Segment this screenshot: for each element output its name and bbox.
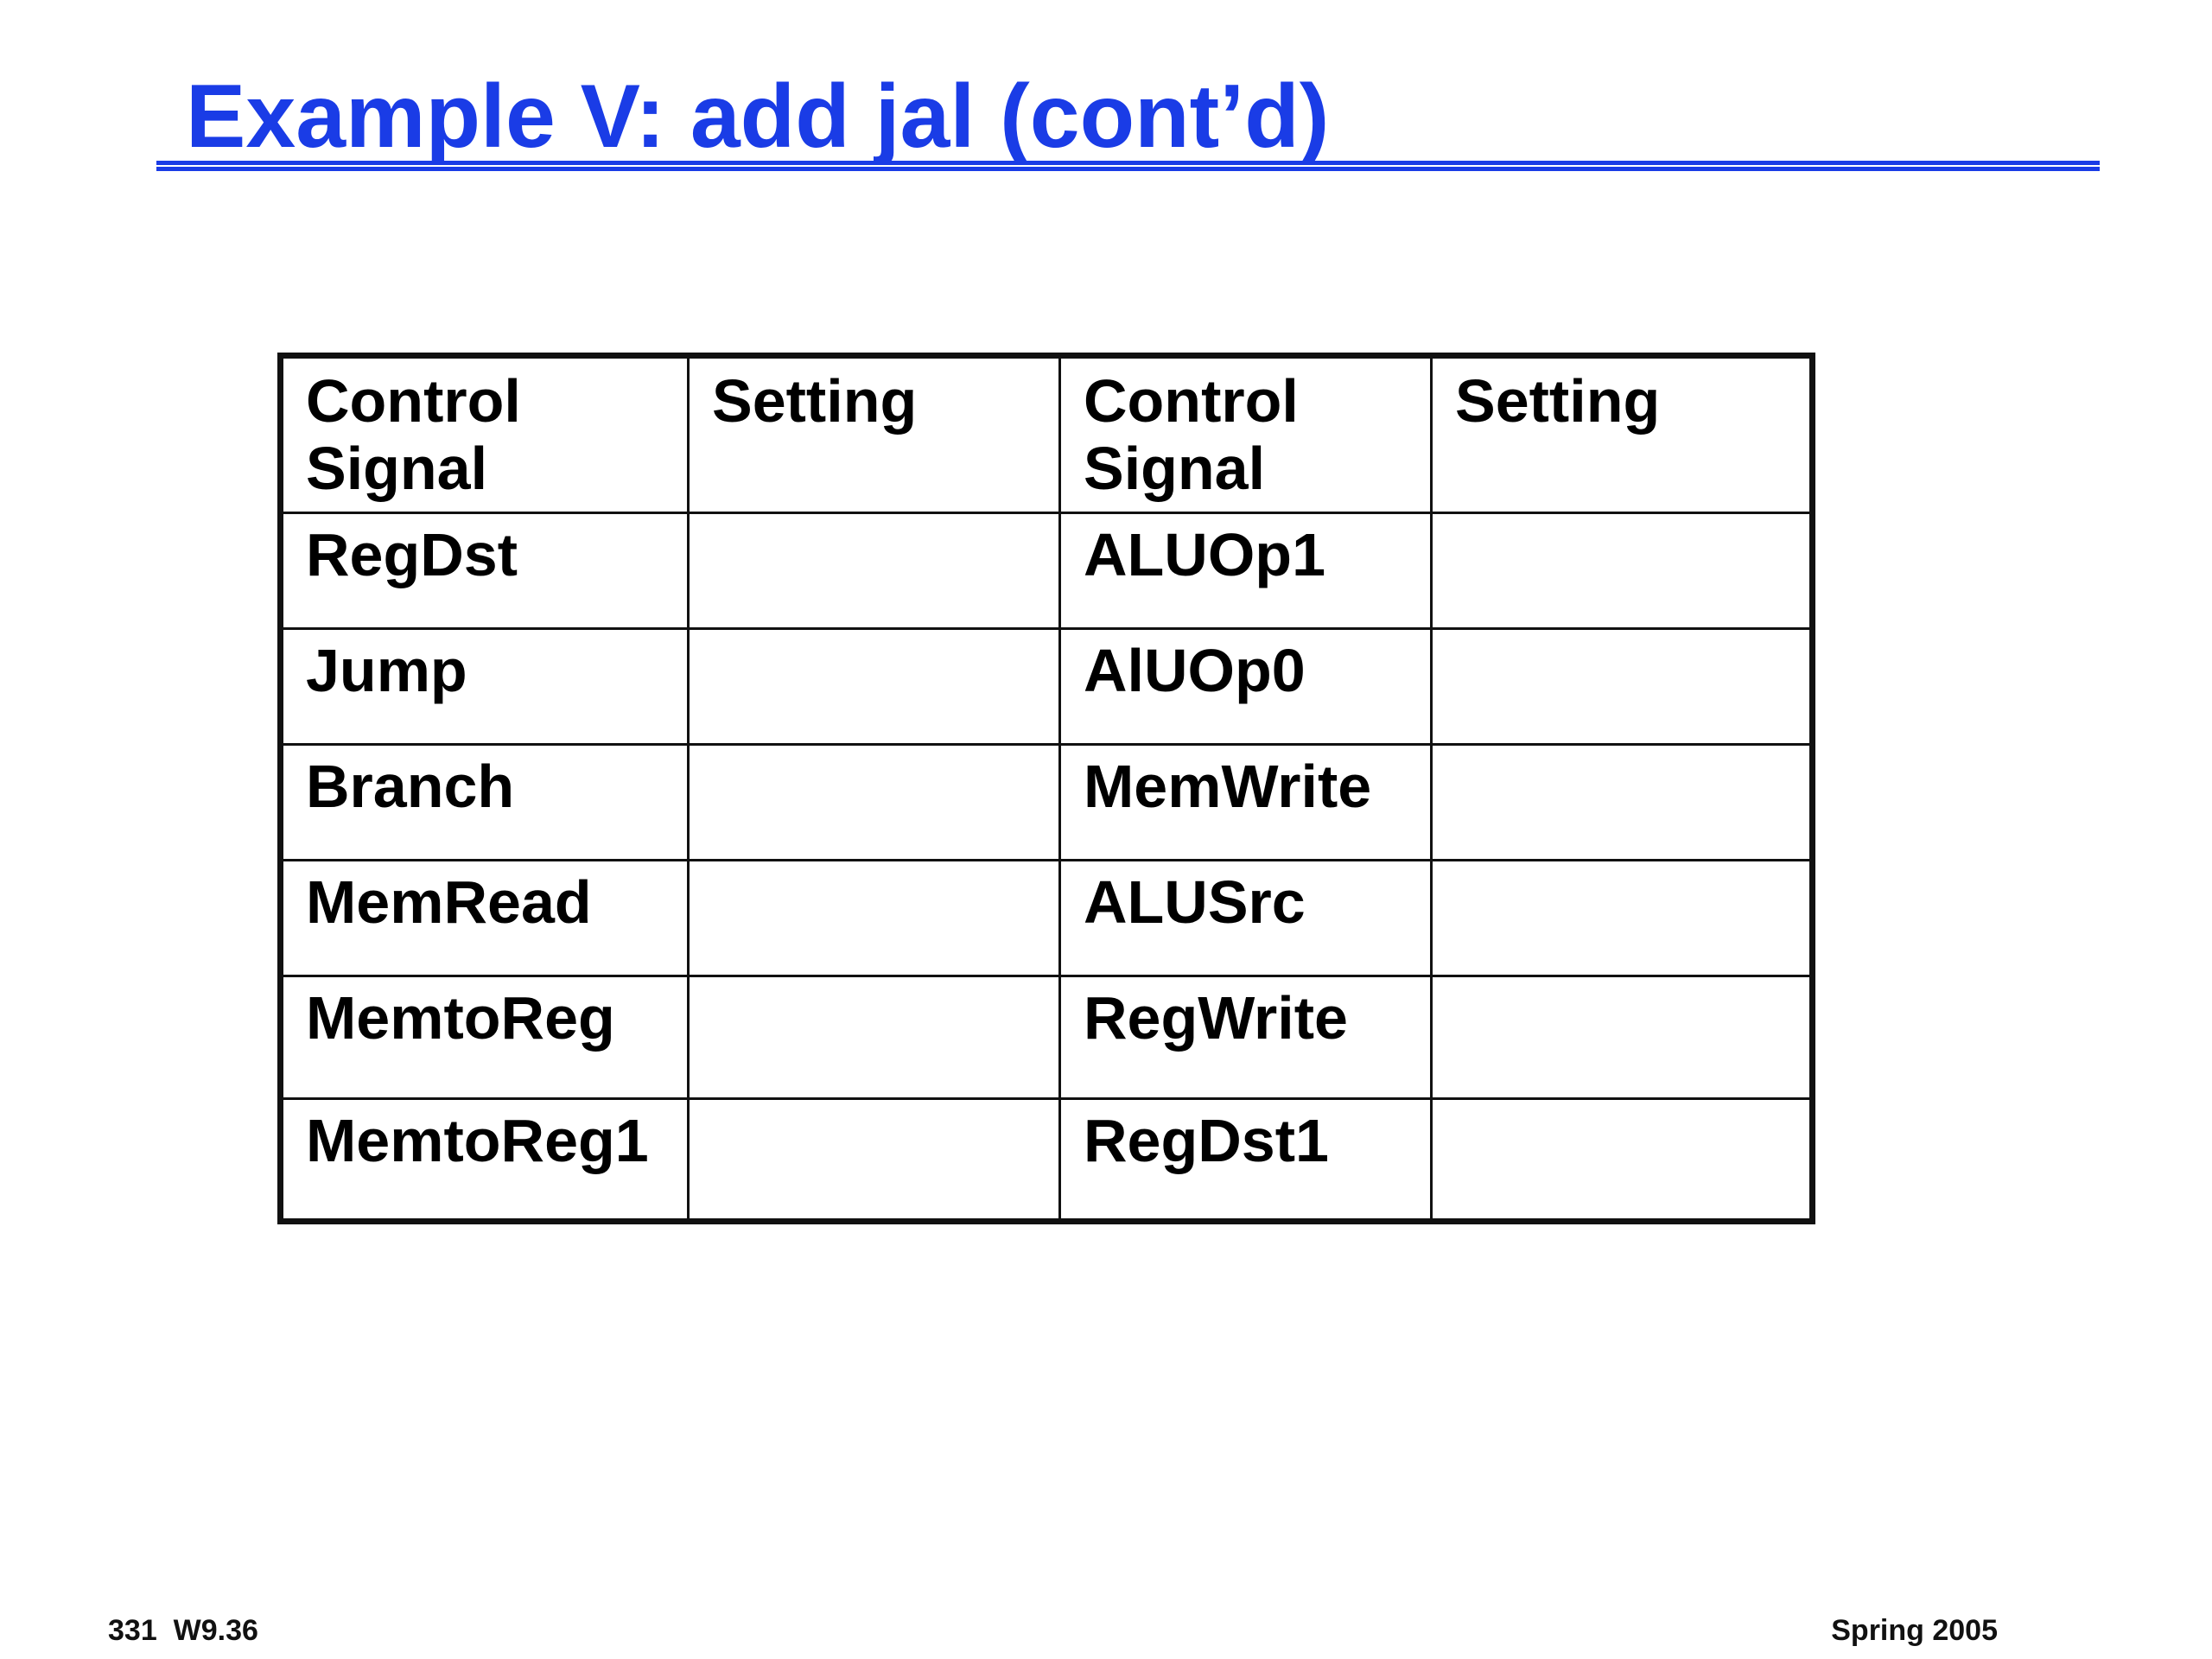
- table-row: MemtoReg1 RegDst1: [279, 1097, 1814, 1223]
- table-row: MemtoReg RegWrite: [279, 975, 1814, 1100]
- signal-name-cell: RegWrite: [1058, 975, 1433, 1100]
- table-row: Jump AlUOp0: [279, 627, 1814, 746]
- footer-course-slide-number: 331 W9.36: [108, 1614, 258, 1647]
- table-header-row: Control Signal Setting Control Signal Se…: [279, 354, 1814, 514]
- signal-name-cell: RegDst1: [1058, 1097, 1433, 1223]
- table-row: MemRead ALUSrc: [279, 859, 1814, 977]
- setting-cell: [687, 627, 1061, 746]
- table-row: Branch MemWrite: [279, 743, 1814, 861]
- signal-name-cell: AlUOp0: [1058, 627, 1433, 746]
- signal-name-cell: RegDst: [279, 512, 690, 630]
- signal-name-cell: ALUOp1: [1058, 512, 1433, 630]
- setting-cell: [687, 512, 1061, 630]
- control-signal-table: Control Signal Setting Control Signal Se…: [277, 353, 1815, 1224]
- signal-name-cell: Jump: [279, 627, 690, 746]
- setting-cell: [1430, 512, 1814, 630]
- setting-cell: [1430, 1097, 1814, 1223]
- signal-name-cell: MemWrite: [1058, 743, 1433, 861]
- title-underline: [156, 161, 2100, 171]
- table-row: RegDst ALUOp1: [279, 512, 1814, 630]
- signal-name-cell: MemtoReg: [279, 975, 690, 1100]
- signal-name-cell: ALUSrc: [1058, 859, 1433, 977]
- setting-cell: [687, 975, 1061, 1100]
- setting-cell: [1430, 743, 1814, 861]
- footer-term: Spring 2005: [1831, 1614, 1998, 1647]
- setting-cell: [1430, 859, 1814, 977]
- signal-name-cell: Branch: [279, 743, 690, 861]
- setting-cell: [1430, 627, 1814, 746]
- header-control-signal: Control Signal: [279, 354, 690, 514]
- header-setting: Setting: [687, 354, 1061, 514]
- setting-cell: [687, 859, 1061, 977]
- setting-cell: [1430, 975, 1814, 1100]
- header-setting: Setting: [1430, 354, 1814, 514]
- header-control-signal: Control Signal: [1058, 354, 1433, 514]
- setting-cell: [687, 743, 1061, 861]
- signal-name-cell: MemtoReg1: [279, 1097, 690, 1223]
- setting-cell: [687, 1097, 1061, 1223]
- signal-name-cell: MemRead: [279, 859, 690, 977]
- slide-title: Example V: add jal (cont’d): [186, 67, 1330, 167]
